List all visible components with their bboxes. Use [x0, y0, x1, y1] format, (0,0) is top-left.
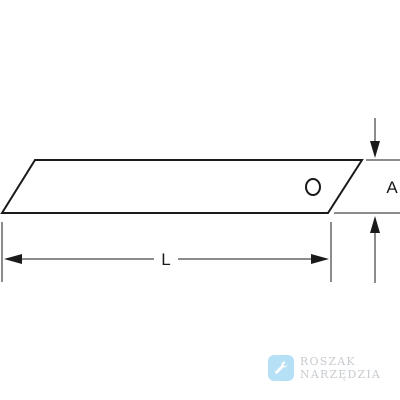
watermark-logo: [268, 355, 294, 381]
dimension-label-height: A: [386, 178, 398, 197]
dimension-label-length: L: [161, 250, 170, 269]
watermark-text: ROSZAK NARZĘDZIA: [300, 355, 381, 381]
watermark-line-1: ROSZAK: [300, 355, 356, 368]
blade-outline: [0, 159, 364, 214]
arrowhead-left-icon: [4, 254, 22, 264]
arrowhead-down-icon: [370, 141, 380, 158]
wrench-icon: [275, 361, 288, 374]
arrowhead-up-icon: [370, 216, 380, 233]
watermark-line-2: NARZĘDZIA: [300, 368, 382, 381]
blade-hole: [305, 178, 321, 196]
arrowhead-right-icon: [311, 254, 329, 264]
watermark: ROSZAK NARZĘDZIA: [268, 355, 381, 381]
